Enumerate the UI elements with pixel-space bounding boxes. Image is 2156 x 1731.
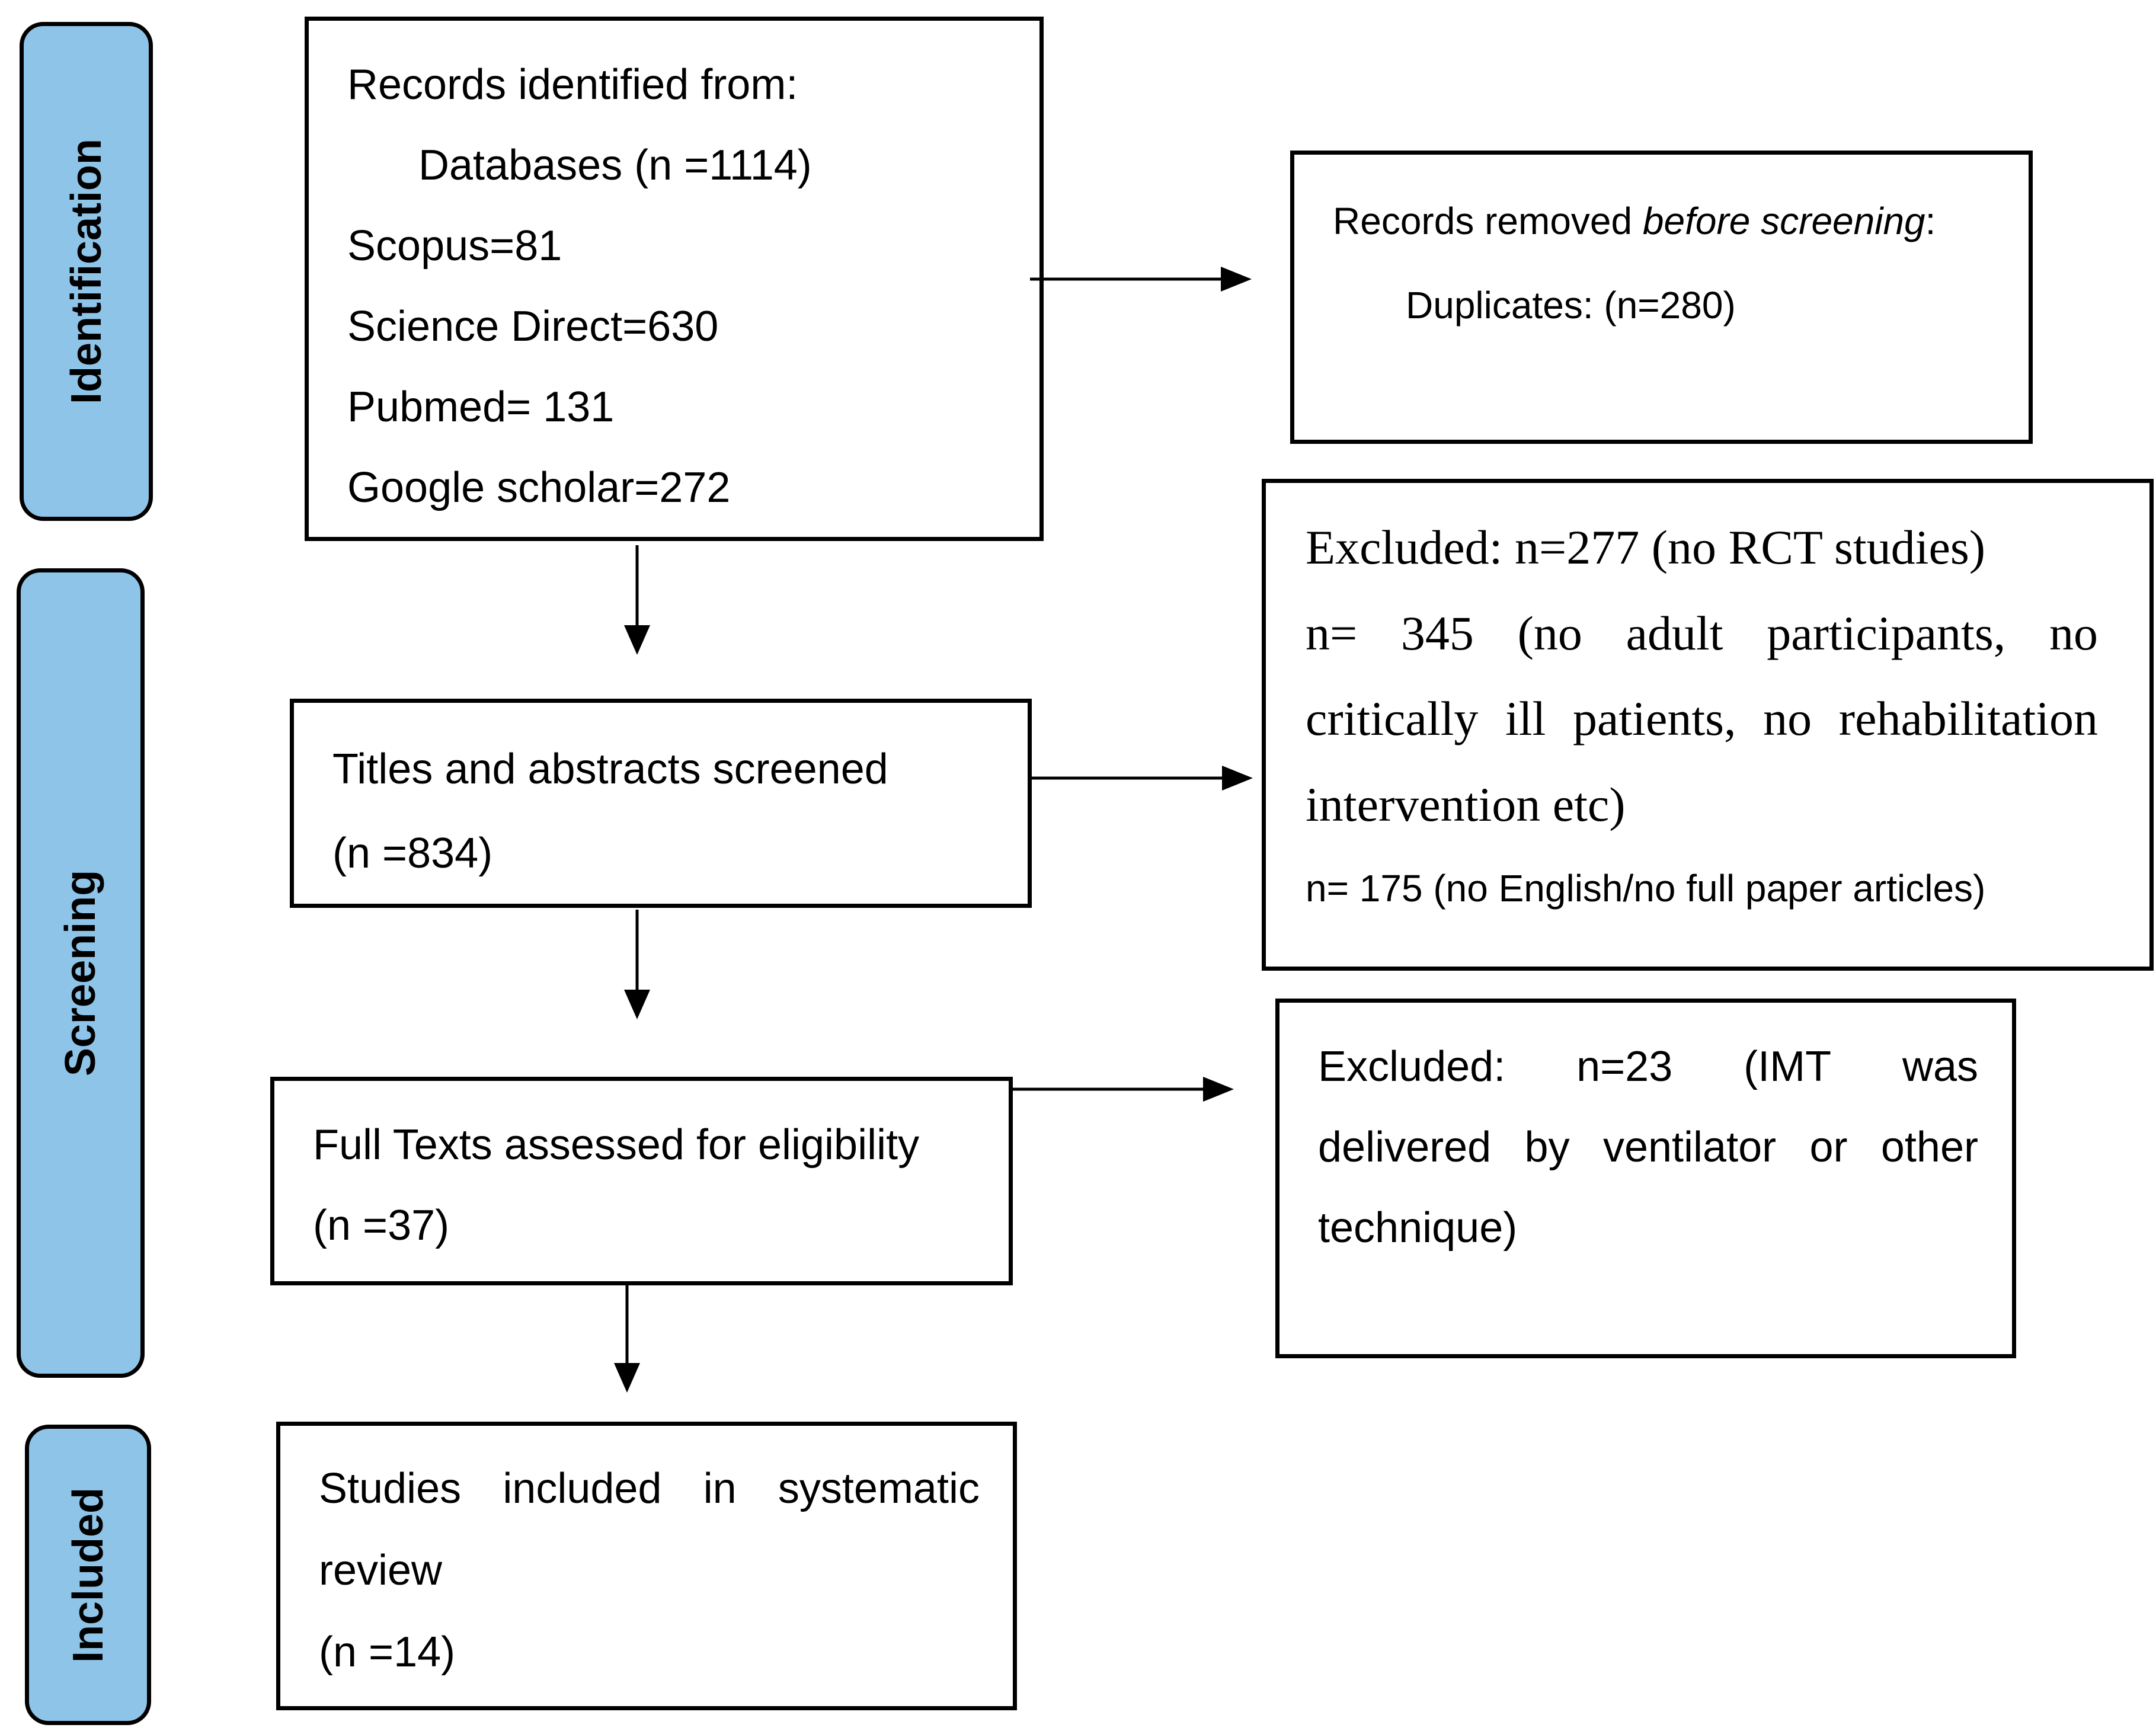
removed-heading: Records removed before screening: (1333, 202, 1936, 240)
identified-pubmed: Pubmed= 131 (347, 383, 615, 431)
excluded-screening-line1: Excluded: n=277 (no RCT studies) (1306, 520, 1986, 574)
removed-heading-suffix: : (1925, 200, 1936, 242)
excl-l2-w2: (no (1517, 606, 1582, 660)
excl-e2-w0: delivered (1318, 1124, 1492, 1171)
stage-identification: Identification (20, 22, 153, 521)
arrowhead-screened (624, 625, 650, 655)
excl-l3-w2: patients, (1572, 692, 1736, 745)
titles-screened-box: Titles and abstracts screened (n =834) (290, 699, 1032, 908)
arrowhead-included (614, 1363, 640, 1393)
identified-scopus: Scopus=81 (347, 222, 562, 270)
excl-l3-w3: no (1763, 692, 1812, 745)
identified-science-direct: Science Direct=630 (347, 303, 719, 350)
included-count: (n =14) (319, 1628, 456, 1676)
screened-title: Titles and abstracts screened (332, 745, 888, 793)
full-texts-count: (n =37) (313, 1202, 450, 1249)
excluded-eligibility-box: Excluded: n=23 (IMT was delivered by ven… (1275, 999, 2016, 1358)
excl-l2-w5: no (2049, 606, 2098, 660)
excluded-screening-line2: n= 345 (no adult participants, no (1306, 609, 2098, 658)
included-line1: Studies included in systematic (319, 1467, 980, 1510)
arrowhead-fulltext (624, 990, 650, 1019)
stage-screening: Screening (17, 568, 145, 1378)
included-line2: review (319, 1547, 443, 1594)
inc-l1-w3: systematic (778, 1465, 980, 1512)
full-texts-box: Full Texts assessed for eligibility (n =… (270, 1077, 1013, 1285)
excl-e1-w0: Excluded: (1318, 1043, 1506, 1090)
excl-e2-w4: other (1880, 1124, 1978, 1171)
excl-e2-w3: or (1809, 1124, 1848, 1171)
arrowhead-excluded-screening (1222, 766, 1253, 791)
removed-duplicates: Duplicates: (n=280) (1406, 284, 1736, 327)
excluded-screening-line4: intervention etc) (1306, 777, 1626, 831)
removed-heading-prefix: Records removed (1333, 200, 1643, 242)
identified-databases: Databases (n =1114) (418, 142, 812, 189)
excl-e2-w1: by (1524, 1124, 1570, 1171)
excl-l2-w0: n= (1306, 606, 1358, 660)
excluded-eligibility-line2: delivered by ventilator or other (1318, 1126, 1978, 1169)
excl-e1-w2: (IMT (1744, 1043, 1832, 1090)
excl-l2-w1: 345 (1400, 606, 1474, 660)
excluded-eligibility-line3: technique) (1318, 1204, 1518, 1252)
inc-l1-w2: in (703, 1465, 737, 1512)
records-identified-box: Records identified from: Databases (n =1… (305, 17, 1044, 541)
inc-l1-w0: Studies (319, 1465, 462, 1512)
identified-heading: Records identified from: (347, 61, 798, 108)
removed-heading-italic: before screening (1642, 200, 1925, 242)
excl-l3-w0: critically (1306, 692, 1479, 745)
excluded-screening-line3: critically ill patients, no rehabilitati… (1306, 695, 2098, 743)
excl-e1-w3: was (1902, 1043, 1978, 1090)
excl-e1-w1: n=23 (1576, 1043, 1673, 1090)
identified-google-scholar: Google scholar=272 (347, 464, 731, 511)
arrowhead-excluded-eligibility (1203, 1077, 1234, 1102)
excluded-eligibility-line1: Excluded: n=23 (IMT was (1318, 1045, 1978, 1088)
excl-l2-w3: adult (1626, 606, 1723, 660)
inc-l1-w1: included (503, 1465, 662, 1512)
stage-included: Included (25, 1425, 151, 1725)
full-texts-title: Full Texts assessed for eligibility (313, 1121, 920, 1169)
excluded-screening-box: Excluded: n=277 (no RCT studies) n= 345 … (1262, 479, 2154, 971)
arrowhead-removed (1221, 267, 1252, 292)
excl-l3-w1: ill (1505, 692, 1546, 745)
excl-l2-w4: participants, (1767, 606, 2006, 660)
studies-included-box: Studies included in systematic review (n… (276, 1422, 1017, 1710)
excl-l3-w4: rehabilitation (1838, 692, 2098, 745)
records-removed-box: Records removed before screening: Duplic… (1290, 151, 2033, 444)
screened-count: (n =834) (332, 830, 493, 877)
excluded-screening-line5: n= 175 (no English/no full paper article… (1306, 867, 1986, 910)
excl-e2-w2: ventilator (1602, 1124, 1777, 1171)
